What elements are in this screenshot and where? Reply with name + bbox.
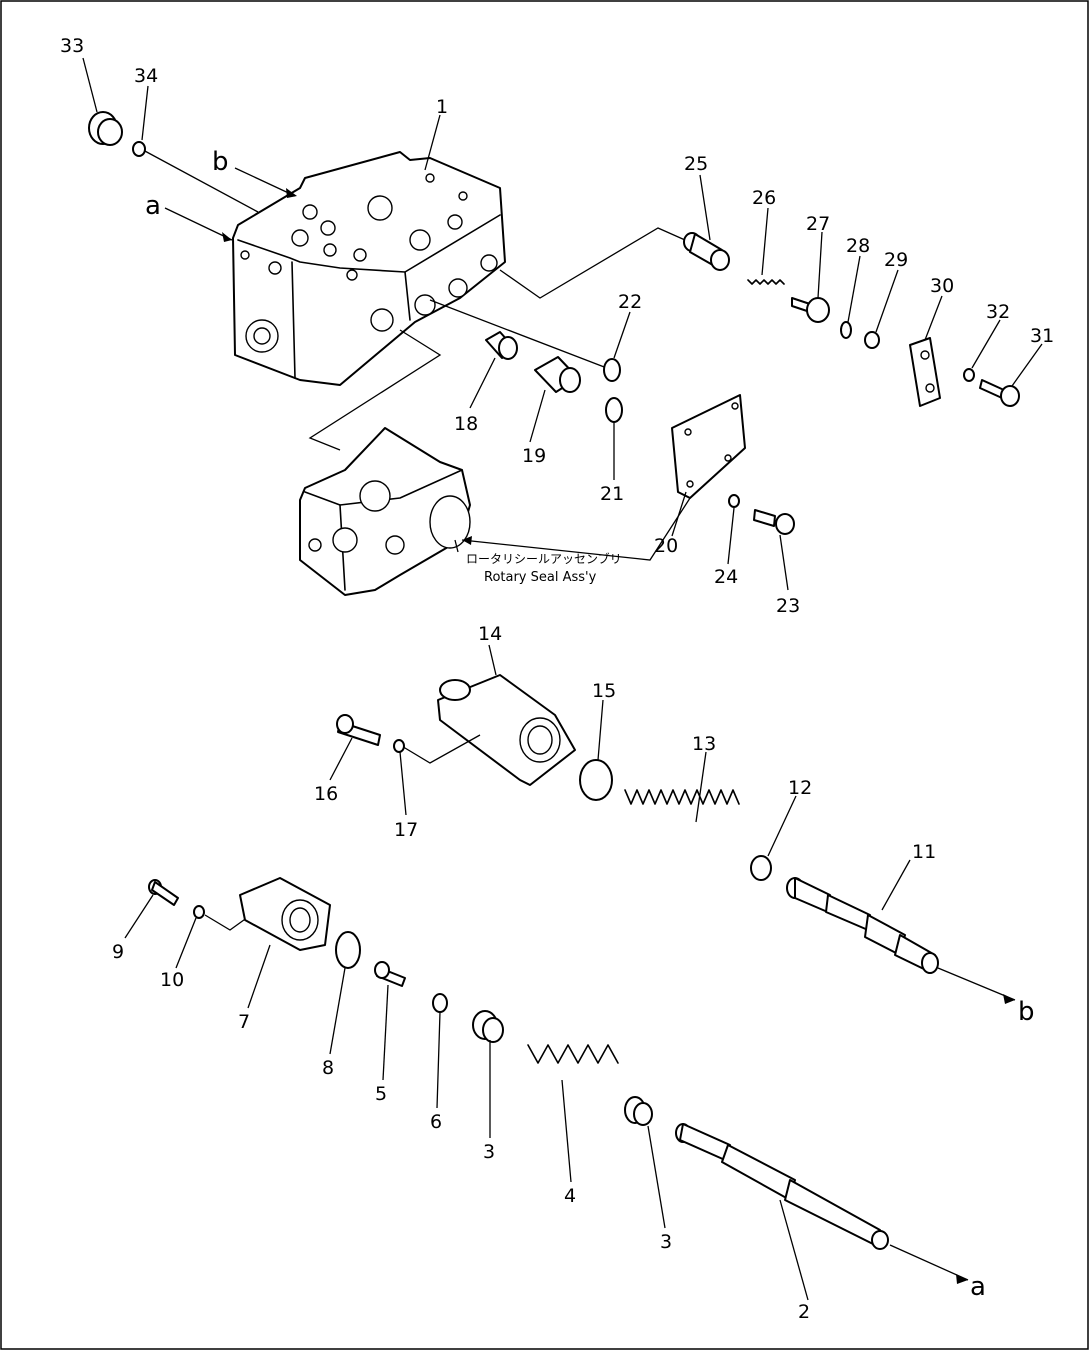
valve-body [232,151,506,386]
label-18: 18 [454,413,478,435]
label-33: 33 [60,35,84,57]
part-28-o-ring [840,321,852,339]
ref-b-bottom: b [1018,997,1035,1027]
part-13-spring [624,789,740,805]
part-3-retainer-lower [624,1096,653,1126]
part-7-cover [239,877,331,951]
part-16-bolt [336,714,381,746]
label-6: 6 [430,1111,442,1133]
leader-lines [82,57,1043,1301]
part-25-plunger [683,232,730,271]
label-14: 14 [478,623,502,645]
callout-jp: ロータリシールアッセンブリ [466,551,622,566]
rotary-seal-callout: ロータリシールアッセンブリ Rotary Seal Ass'y [462,536,622,585]
label-5: 5 [375,1083,387,1105]
ref-a-bottom: a [970,1272,986,1302]
part-33-plug [88,111,123,146]
label-31: 31 [1030,325,1054,347]
label-11: 11 [912,841,936,863]
label-2: 2 [798,1301,810,1323]
label-25: 25 [684,153,708,175]
label-21: 21 [600,483,624,505]
part-27-screw [791,297,830,323]
ref-a-top: a [145,191,161,221]
label-3-lower: 3 [660,1231,672,1253]
label-30: 30 [930,275,954,297]
ref-b-top: b [212,147,229,177]
reference-letters: a b b a [145,147,1035,1302]
label-12: 12 [788,777,812,799]
label-7: 7 [238,1011,250,1033]
label-8: 8 [322,1057,334,1079]
label-34: 34 [134,65,158,87]
part-14-housing [437,674,576,786]
part-8-o-ring [335,931,361,969]
part-29-washer [864,331,880,349]
part-19-sleeve [534,356,581,393]
label-13: 13 [692,733,716,755]
label-20: 20 [654,535,678,557]
part-24-washer [728,494,740,508]
part-4-spring [527,1044,619,1064]
label-23: 23 [776,595,800,617]
part-21-o-ring [605,397,623,423]
part-15-o-ring [579,759,613,801]
callout-en: Rotary Seal Ass'y [484,570,597,585]
label-19: 19 [522,445,546,467]
label-9: 9 [112,941,124,963]
part-11-spool [786,877,939,974]
part-31-bolt [979,379,1020,407]
part-6-washer [432,993,448,1013]
label-17: 17 [394,819,418,841]
part-10-washer [193,905,205,919]
label-1: 1 [436,96,448,118]
label-27: 27 [806,213,830,235]
label-22: 22 [618,291,642,313]
label-16: 16 [314,783,338,805]
part-32-washer [963,368,975,382]
rotary-seal-assembly [299,427,471,596]
part-22-o-ring [603,358,621,382]
part-18-sleeve [485,331,518,360]
part-30-plate [909,337,941,407]
part-20-cover [671,394,746,499]
part-12-washer [750,855,772,881]
part-17-washer [393,739,405,753]
label-26: 26 [752,187,776,209]
label-3-upper: 3 [483,1141,495,1163]
label-15: 15 [592,680,616,702]
label-10: 10 [160,969,184,991]
label-32: 32 [986,301,1010,323]
part-5-bolt [374,961,406,987]
part-2-spool [675,1123,889,1250]
part-3-retainer-upper [472,1010,504,1043]
label-29: 29 [884,249,908,271]
label-28: 28 [846,235,870,257]
part-23-bolt [753,509,795,535]
part-34-o-ring [132,141,146,157]
label-24: 24 [714,566,738,588]
part-26-spring [747,279,785,285]
label-4: 4 [564,1185,576,1207]
part-number-labels: 1 2 3 3 4 5 6 7 8 9 10 11 12 13 14 15 16… [60,35,1054,1323]
